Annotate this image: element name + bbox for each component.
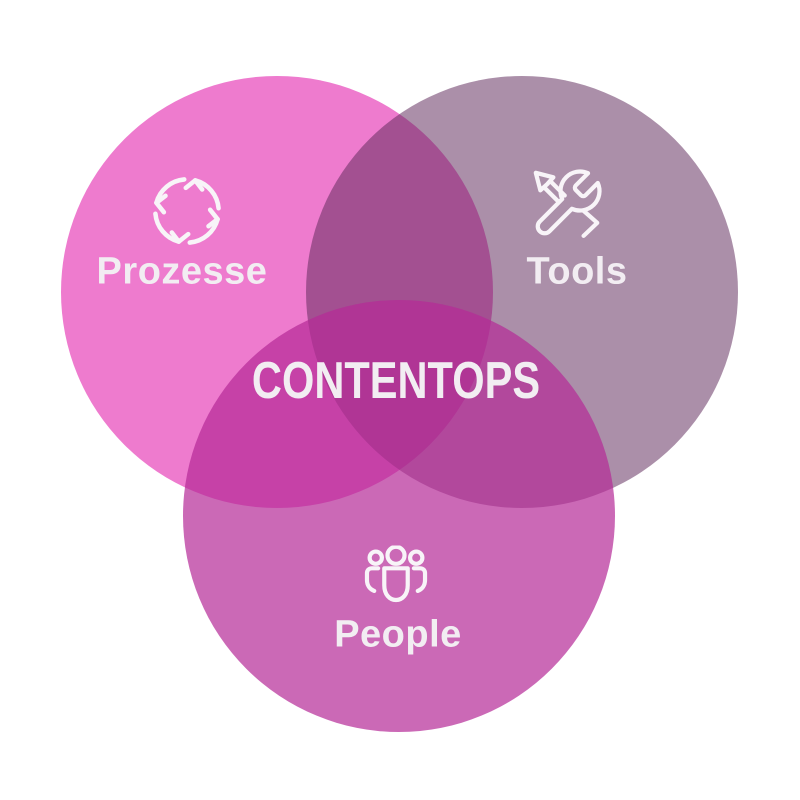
center-title: CONTENTOPS — [251, 352, 541, 410]
tools-icon — [528, 165, 606, 243]
people-icon — [363, 545, 430, 605]
circle-people — [183, 300, 615, 732]
label-prozesse: Prozesse — [96, 250, 268, 293]
label-tools: Tools — [526, 250, 628, 293]
process-cycle-icon — [148, 172, 226, 250]
label-people: People — [334, 613, 462, 656]
